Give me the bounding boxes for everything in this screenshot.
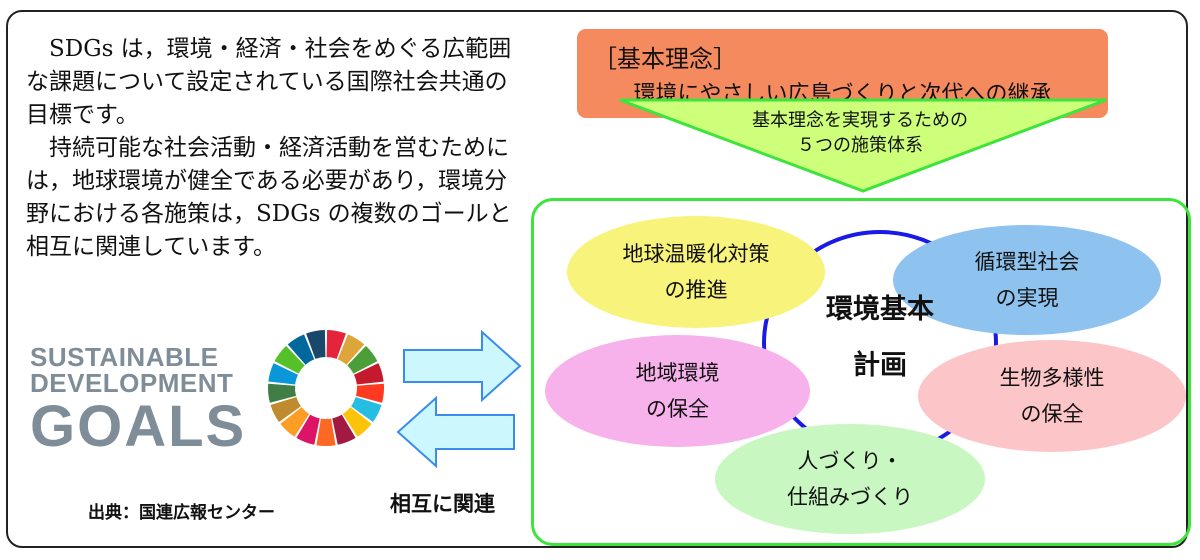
sdg-wheel-segment: [316, 418, 336, 446]
sdg-wheel-segment: [342, 407, 372, 437]
sdg-logo-line2: DEVELOPMENT: [30, 368, 234, 398]
policy-global-warming: 地球温暖化対策 の推進: [567, 216, 825, 328]
sdg-wheel-segment: [268, 383, 297, 403]
center-line2: 計画: [853, 350, 907, 381]
sdg-wheel-segment: [280, 407, 310, 437]
intro-text: SDGs は，環境・経済・社会をめぐる広範囲な課題について設定されている国際社会…: [26, 33, 526, 264]
sdg-wheel-segment: [274, 345, 305, 374]
policy-line1: 地域環境: [635, 361, 720, 385]
sdg-wheel-segment: [306, 330, 326, 359]
mutual-arrows: [396, 329, 522, 469]
sdg-wheel-segment: [332, 414, 356, 445]
sdg-wheel-segment: [337, 334, 365, 365]
policy-line1: 循環型社会: [974, 250, 1080, 274]
policy-line2: の実現: [995, 286, 1059, 310]
policy-biodiversity: 生物多様性 の保全: [918, 340, 1186, 452]
sdg-logo: SUSTAINABLE DEVELOPMENT GOALS: [22, 322, 390, 478]
sdg-wheel-segment: [326, 330, 346, 359]
policy-regional-environment: 地域環境 の保全: [545, 335, 810, 447]
principle-heading: ［基本理念］: [593, 45, 737, 73]
center-line1: 環境基本: [826, 294, 934, 325]
sdg-wheel-segment: [351, 397, 382, 423]
sdg-logo-line1: SUSTAINABLE: [30, 342, 219, 372]
policy-line2: の推進: [664, 278, 728, 302]
mutual-relation-label: 相互に関連: [390, 492, 495, 516]
sdg-wheel-segment: [287, 334, 315, 365]
sdg-wheel-segment: [296, 414, 320, 445]
policy-line2: 仕組みづくり: [787, 485, 913, 509]
triangle-text: 基本理念を実現するための ５つの施策体系: [680, 108, 1040, 158]
sdg-wheel-segment: [347, 345, 378, 374]
intro-paragraph-1: SDGs は，環境・経済・社会をめぐる広範囲な課題について設定されている国際社会…: [26, 36, 512, 128]
sdg-wheel-segment: [354, 363, 384, 385]
sdg-logo-text: SUSTAINABLE DEVELOPMENT GOALS: [30, 344, 246, 456]
policy-recycling-society: 循環型社会 の実現: [893, 225, 1161, 335]
center-label: 環境基本 計画: [760, 282, 1000, 394]
outer-frame: [6, 10, 1188, 548]
policy-line2: の保全: [646, 397, 709, 421]
policy-system-box: [531, 198, 1191, 546]
sdg-wheel-segment: [270, 397, 301, 423]
sdg-wheel-icon: [268, 330, 384, 446]
sdg-logo-line3: GOALS: [30, 394, 247, 459]
triangle-line2: ５つの施策体系: [797, 135, 923, 156]
intro-paragraph-2: 持続可能な社会活動・経済活動を営むためには，地球環境が健全である必要があり，環境…: [26, 135, 512, 260]
policy-line1: 地球温暖化対策: [622, 242, 770, 266]
left-arrow-icon: [396, 395, 515, 469]
policy-line1: 生物多様性: [999, 366, 1105, 390]
source-credit: 出典：国連広報センター: [88, 503, 275, 523]
right-arrow-icon: [403, 329, 522, 403]
sdg-wheel-segment: [355, 383, 384, 403]
sdg-wheel-segment: [268, 363, 298, 385]
policy-people-mechanism: 人づくり・ 仕組みづくり: [715, 424, 985, 534]
policy-line2: の保全: [1020, 402, 1084, 426]
down-triangle-arrow: [619, 98, 1107, 193]
triangle-line1: 基本理念を実現するための: [752, 110, 968, 131]
policy-line1: 人づくり・: [797, 449, 903, 473]
